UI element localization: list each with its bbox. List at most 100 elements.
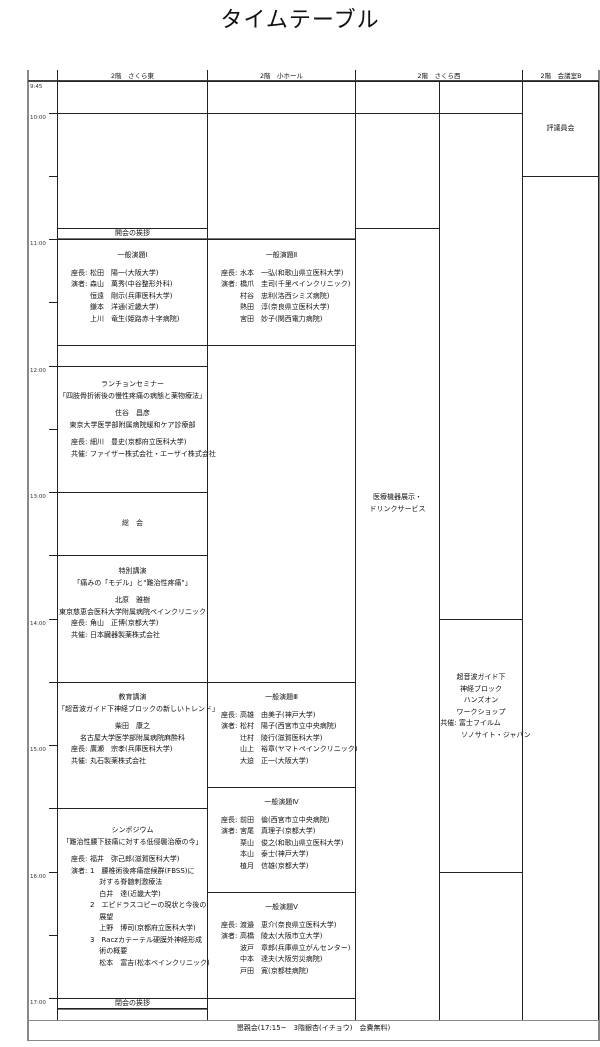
person-text: 展望 [90, 912, 114, 921]
session-detail-line: 熱田 淳(奈良県立医科大学) [208, 302, 355, 314]
role-label [221, 733, 240, 745]
time-tick [49, 366, 57, 367]
session-heading-line: 一般演題Ⅱ [265, 251, 298, 259]
time-label: 9:45 [30, 84, 43, 90]
person-text: 栗山 俊之(和歌山県立医科大学) [240, 838, 344, 847]
person-text: 熱田 淳(奈良県立医科大学) [240, 303, 330, 311]
session-detail-line: 座長:松田 陽一(大阪大学) [58, 268, 207, 280]
role-label: 座長: [221, 710, 238, 719]
person-text: 松村 陽子(西宮市立中央病院) [240, 722, 337, 730]
session-detail-line: 波戸 章郎(兵庫県立がんセンター) [208, 943, 355, 955]
role-label: 共催: [71, 756, 88, 765]
role-label: 座長: [71, 745, 88, 753]
session-detail-line: 共催:ファイザー株式会社・エーザイ株式会社 [58, 449, 216, 461]
person-text: 日本臓器製薬株式会社 [90, 630, 160, 639]
person-text: 丸石製薬株式会社 [90, 756, 146, 765]
person-text: 2 エピドラスコピーの現状と今後の [90, 901, 207, 909]
time-label: 10:00 [30, 115, 46, 121]
person-text: 上野 博司(京都府立医科大学) [90, 924, 196, 932]
role-label [71, 889, 90, 901]
session-special-lecture: 特別講演「痛みの「モデル」と"難治性疼痛"」北原 雅樹東京慈恵会医科大学附属病院… [57, 555, 208, 683]
session-heading-line: 「難治性腰下肢痛に対する低侵襲治療の今」 [62, 837, 203, 846]
empty-slot [439, 113, 523, 620]
person-text: 角山 正博(京都大学) [90, 619, 159, 627]
empty-slot [207, 345, 356, 683]
time-tick [49, 555, 57, 556]
person-text: 福井 弥己郎(滋賀医科大学) [90, 855, 180, 863]
role-label: 座長: [221, 268, 238, 277]
person-text: ファイザー株式会社・エーザイ株式会社 [90, 449, 216, 458]
time-label: 15:00 [30, 747, 46, 753]
session-heading-line: 特別講演 [118, 567, 147, 575]
person-text: 村谷 忠利(洛西シミズ病院) [240, 291, 330, 300]
session-detail-line: 展望 [58, 912, 207, 924]
reception-note: 懇親会(17:15~ 3階銀杏(イチョウ) 会費無料) [28, 1020, 599, 1041]
person-text: 植月 信雄(京都大学) [240, 861, 309, 870]
role-label [71, 302, 90, 314]
session-heading-line: 一般演題Ⅳ [264, 798, 299, 806]
session-heading-line: 神経ブロック [460, 684, 502, 693]
session-heading-line: 共催: 富士フイルム [440, 719, 522, 727]
session-heading-line: 住谷 昌彦 [115, 409, 150, 417]
session-detail-line: 2 エピドラスコピーの現状と今後の [58, 900, 207, 912]
time-tick [49, 745, 57, 746]
time-tick [49, 429, 57, 430]
session-detail-line: 辻村 陵行(滋賀医科大学) [208, 733, 355, 745]
role-label [221, 744, 240, 756]
session-detail-line: 戸田 寛(京都桂病院) [208, 966, 355, 978]
session-detail-line: 栗山 俊之(和歌山県立医科大学) [208, 838, 355, 850]
role-label [71, 958, 90, 970]
session-heading-line: 教育講演 [118, 693, 147, 701]
role-label [71, 923, 90, 935]
role-label: 演者: [71, 866, 88, 875]
session-symposium: シンポジウム「難治性腰下肢痛に対する低侵襲治療の今」座長:福井 弥己郎(滋賀医科… [57, 808, 210, 999]
empty-slot [57, 345, 208, 367]
role-label: 座長: [221, 815, 238, 824]
role-label: 演者: [221, 827, 238, 835]
person-text: 前田 倫(西宮市立中央病院) [240, 815, 330, 824]
session-detail-line: 対する脊髄刺激療法 [58, 877, 207, 889]
person-text: 水本 一弘(和歌山県立医科大学) [240, 268, 344, 277]
session-heading-line: 超音波ガイド下 [456, 673, 506, 681]
role-label [71, 946, 90, 958]
session-detail-line: 恒遠 剛示(兵庫医科大学) [58, 291, 207, 303]
person-text: 鎌本 洋通(近畿大学) [90, 303, 159, 311]
role-label [71, 877, 90, 889]
role-label [221, 954, 240, 966]
person-text: 波戸 章郎(兵庫県立がんセンター) [240, 943, 351, 952]
session-detail-line: 中本 達夫(大阪労災病院) [208, 954, 355, 966]
session-detail-line: 宮田 妙子(関西電力病院) [208, 314, 355, 326]
person-text: 1 腰椎術後疼痛症候群(FBSS)に [90, 866, 195, 875]
role-label: 演者: [221, 280, 238, 288]
role-label: 座長: [71, 855, 88, 863]
role-label [71, 291, 90, 303]
session-heading-line: シンポジウム [111, 826, 154, 834]
time-tick [49, 872, 57, 873]
session-heading-line: 北原 雅樹 [115, 596, 150, 604]
role-label: 座長: [221, 920, 238, 929]
person-text: 森山 萬秀(中谷整形外科) [90, 280, 173, 288]
session-detail-line: 共催:丸石製薬株式会社 [58, 756, 207, 768]
session-detail-line: 3 Raczカテーテル硬膜外神経形成 [58, 935, 207, 947]
session-detail-line: 演者:宮尾 真理子(京都大学) [208, 826, 355, 838]
session-detail-line: 術の概要 [58, 946, 207, 958]
person-text: 戸田 寛(京都桂病院) [240, 966, 309, 975]
empty-slot [439, 872, 523, 1021]
frame-left [27, 70, 29, 1041]
role-label: 演者: [221, 932, 238, 940]
role-label [221, 314, 240, 326]
person-text: 松本 富吉(松本ペインクリニック) [90, 958, 210, 967]
header-time [28, 70, 57, 82]
session-detail-line: 村谷 忠利(洛西シミズ病院) [208, 291, 355, 303]
session-detail-line: 本山 泰士(神戸大学) [208, 849, 355, 861]
empty-slot [57, 113, 208, 229]
person-text: 松田 陽一(大阪大学) [90, 268, 159, 277]
session-detail-line: 白井 達(近畿大学) [58, 889, 207, 901]
role-label [221, 302, 240, 314]
empty-slot [439, 81, 523, 114]
session-detail-line: 演者:1 腰椎術後疼痛症候群(FBSS)に [58, 866, 207, 878]
session-detail-line: 演者:森山 萬秀(中谷整形外科) [58, 279, 207, 291]
time-tick [49, 239, 57, 240]
